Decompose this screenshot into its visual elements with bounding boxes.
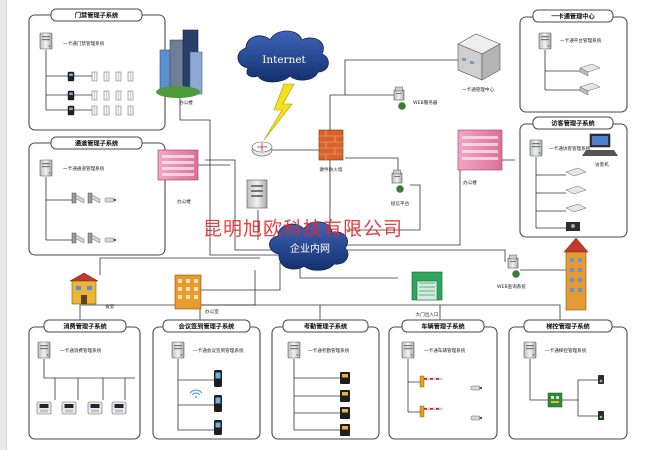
panel-title-elevator: 梯控管理子系统 (546, 323, 590, 331)
card-center-building-label: 一卡通管理中心 (462, 86, 495, 93)
panel-attendance: 考勤管理子系统 一卡通考勤管理系统 (271, 319, 380, 440)
visitor-card-reader-1 (565, 167, 587, 177)
core-server-icon (246, 179, 268, 209)
tower-building-right (563, 237, 589, 311)
office-building-left: 办公楼 (157, 149, 199, 205)
access-server-label: 一卡通门禁管理系统 (63, 40, 105, 47)
pos-terminal-2 (61, 401, 77, 415)
vehicle-server-icon (401, 341, 415, 359)
attendance-terminal-1 (340, 372, 350, 384)
panel-title-passage: 通道管理子系统 (75, 140, 119, 148)
vehicle-server-label: 一卡通车辆管理系统 (424, 347, 466, 354)
panel-title-meeting: 会议签到管理子系统 (179, 323, 235, 331)
passage-server-label: 一卡通通道管理系统 (63, 165, 105, 172)
pos-terminal-3 (87, 401, 103, 415)
panel-title-card-center: 一卡通管理中心 (551, 13, 595, 21)
meeting-server-icon (171, 341, 185, 359)
consumption-server-icon (37, 341, 51, 359)
attendance-terminal-3 (340, 407, 350, 419)
dormitory-building: 办公室 (174, 274, 219, 315)
access-server-icon (39, 32, 53, 50)
panel-title-consumption: 消费管理子系统 (63, 323, 107, 331)
firewall-label: 硬件防火墙 (320, 166, 343, 173)
attendance-terminal-4 (340, 424, 350, 436)
meeting-server-label: 一卡通会议签到管理系统 (193, 347, 244, 354)
office-building-top-label: 办公楼 (179, 99, 193, 106)
dormitory-label: 办公室 (205, 308, 219, 315)
sms-platform-label: 短信平台 (391, 200, 410, 207)
card-center-server-label: 一卡通平台管理系统 (560, 37, 602, 44)
web-server: WEB服务器 (393, 86, 438, 110)
canteen-label: 食堂 (105, 303, 115, 310)
pos-terminal-1 (36, 401, 52, 415)
wifi-icon (189, 389, 203, 398)
web-query-server: WEB查询系统 (497, 254, 526, 290)
access-door-row-2 (67, 90, 134, 101)
visitor-device-label: 访客机 (595, 161, 609, 168)
main-gate-label: 大门出入口 (416, 311, 439, 318)
visitor-server-icon (529, 139, 543, 157)
firewall-icon: 硬件防火墙 (318, 129, 344, 173)
visitor-terminal-icon (582, 133, 618, 156)
visitor-card-reader-2 (565, 185, 587, 195)
panel-card-center: 一卡通管理中心 一卡通平台管理系统 (519, 9, 628, 113)
main-gate: 大门出入口 (411, 271, 443, 318)
visitor-card-reader-3 (565, 203, 587, 213)
router-icon (251, 141, 273, 157)
panel-title-access-control: 门禁管理子系统 (75, 12, 119, 20)
elevator-reader-1 (598, 375, 604, 384)
elevator-server-icon (523, 341, 537, 359)
meeting-terminal-2 (214, 395, 222, 412)
visitor-scanner (566, 222, 580, 231)
passage-server-icon (39, 159, 53, 177)
visitor-server-label: 一卡通访客管理系统 (549, 145, 591, 152)
attendance-server-label: 一卡通考勤管理系统 (308, 347, 350, 354)
panel-meeting: 会议签到管理子系统 一卡通会议签到管理系统 (152, 319, 261, 440)
access-door-row-3 (67, 105, 134, 116)
attendance-terminal-2 (340, 390, 350, 402)
office-building-right: 办公楼 (457, 129, 503, 186)
consumption-server-label: 一卡通消费管理系统 (60, 347, 102, 354)
canteen-building: 食堂 (69, 272, 115, 310)
panel-vehicle: 车辆管理子系统 一卡通车辆管理系统 (388, 319, 498, 440)
pos-terminal-4 (111, 401, 127, 415)
panel-title-attendance: 考勤管理子系统 (304, 323, 348, 331)
internet-label: Internet (262, 54, 306, 66)
intranet-label: 企业内网 (290, 242, 330, 255)
elevator-reader-2 (598, 411, 604, 420)
lightning-icon (263, 83, 295, 141)
card-issuer-2 (579, 82, 601, 96)
access-door-row-1 (67, 71, 134, 82)
intranet-cloud: 企业内网 (269, 221, 349, 271)
elevator-server-label: 一卡通梯控管理系统 (545, 347, 587, 354)
panel-title-visitor: 访客管理子系统 (551, 120, 595, 128)
office-building-top: 办公楼 (156, 29, 203, 106)
card-center-building: 一卡通管理中心 (457, 33, 501, 93)
internet-cloud: Internet (237, 30, 329, 83)
company-watermark: 昆明旭欧科技有限公司 (203, 218, 403, 240)
attendance-server-icon (287, 341, 301, 359)
sms-platform: 短信平台 (391, 169, 410, 207)
web-query-label: WEB查询系统 (497, 283, 526, 290)
web-server-label: WEB服务器 (413, 99, 438, 106)
panel-title-vehicle: 车辆管理子系统 (421, 323, 465, 331)
panel-visitor: 访客管理子系统 一卡通访客管理系统 访客机 (519, 116, 628, 238)
elevator-controller-board (547, 392, 563, 408)
meeting-terminal-1 (214, 370, 222, 387)
panel-consumption: 消费管理子系统 一卡通消费管理系统 (28, 319, 141, 440)
card-center-server-icon (538, 32, 552, 50)
card-issuer-1 (579, 63, 601, 77)
page-edge-strip (0, 0, 7, 450)
office-building-right-label: 办公楼 (463, 179, 477, 186)
panel-elevator: 梯控管理子系统 一卡通梯控管理系统 (508, 319, 628, 440)
meeting-terminal-3 (214, 420, 222, 435)
panel-passage: 通道管理子系统 一卡通通道管理系统 (28, 136, 166, 256)
panel-access-control: 门禁管理子系统 一卡通门禁管理系统 (28, 8, 166, 131)
office-building-left-label: 办公楼 (177, 198, 191, 205)
